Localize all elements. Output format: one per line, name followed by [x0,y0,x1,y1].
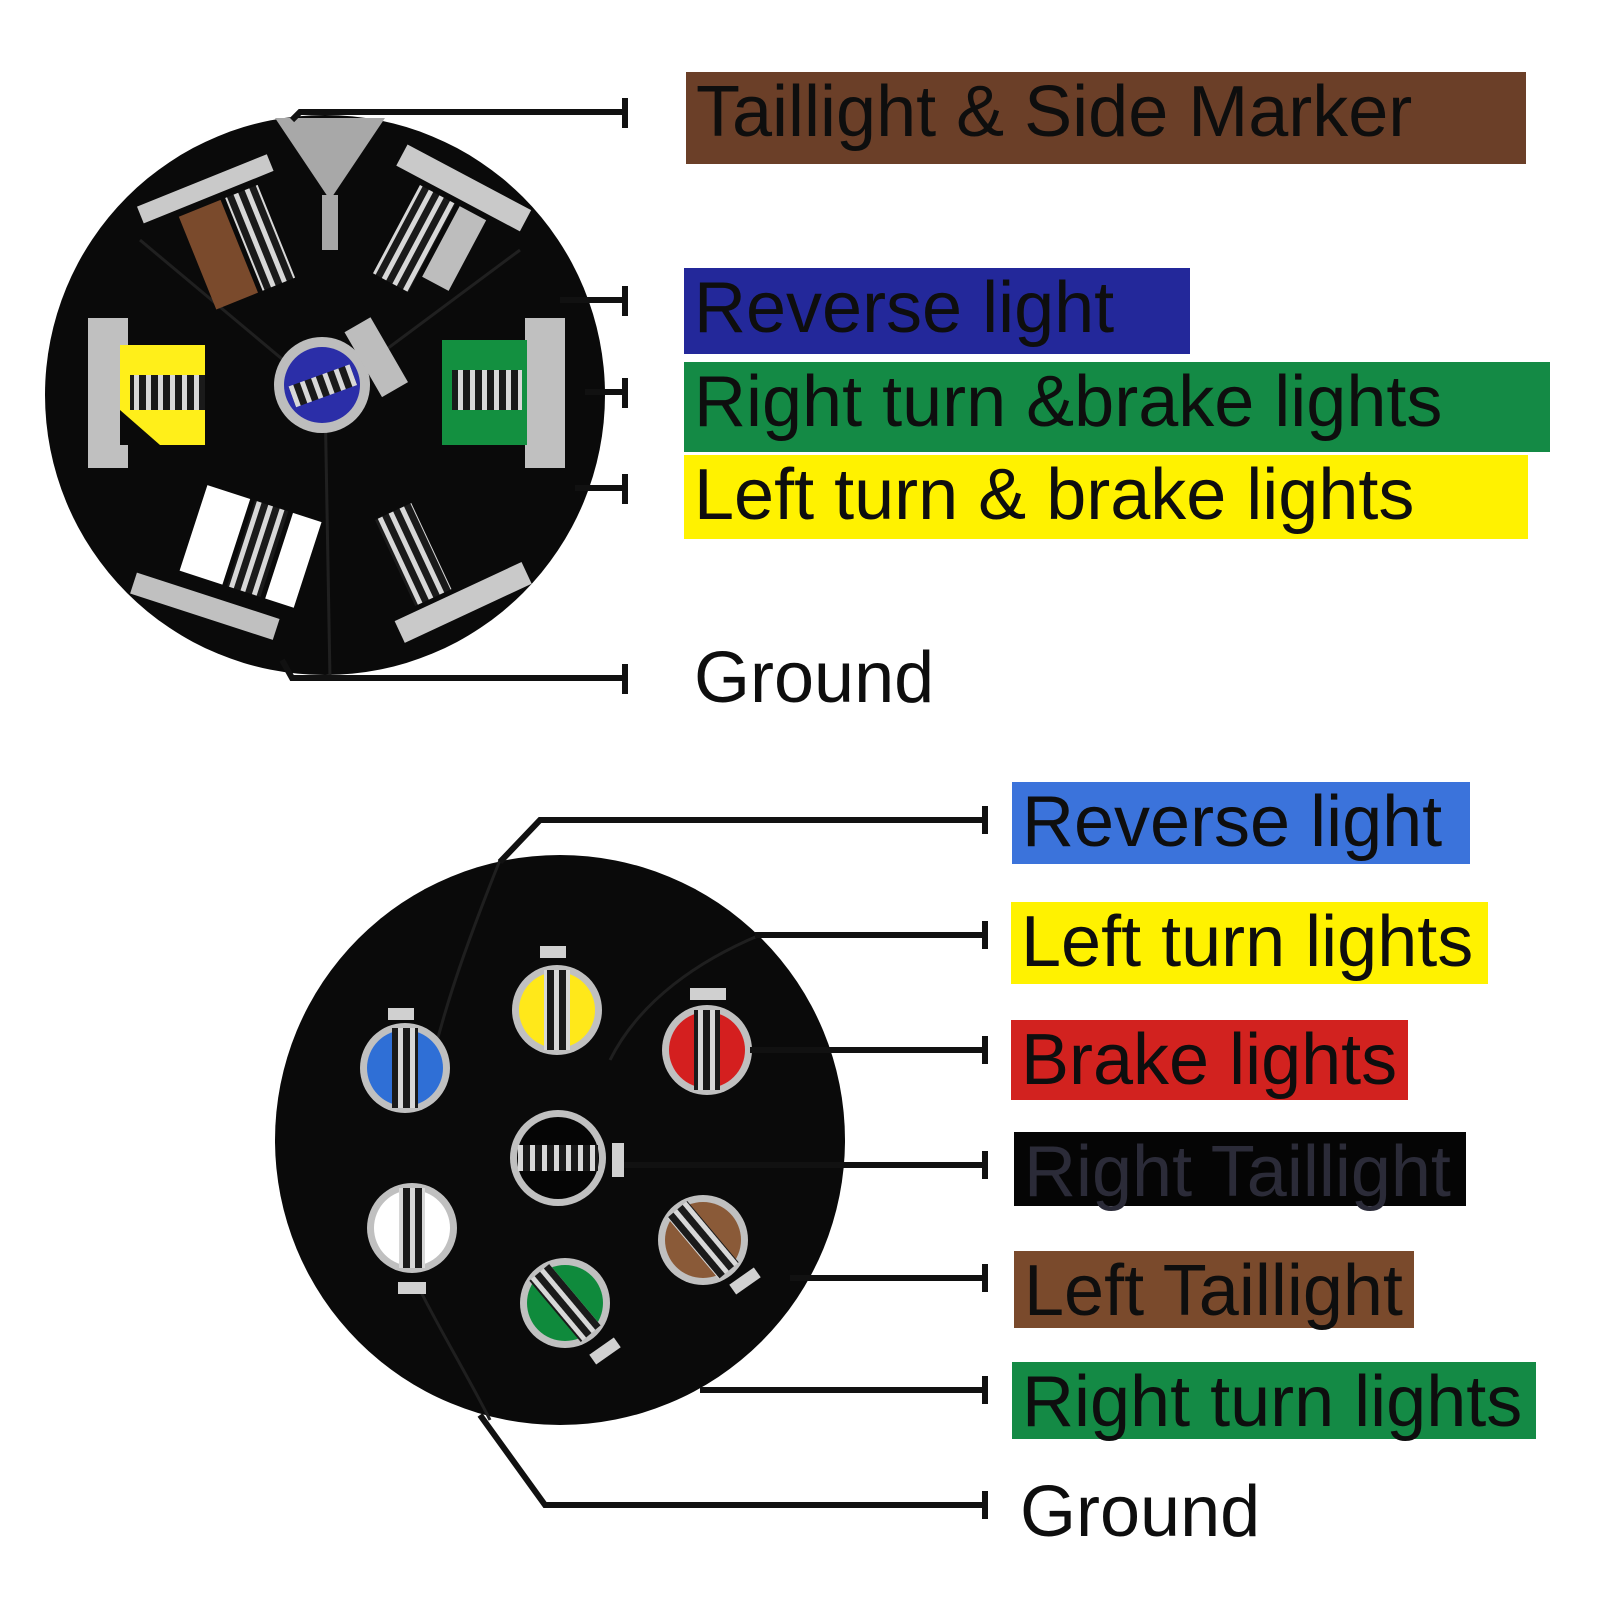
label-7pin-right-taillight: Right Taillight [1014,1132,1466,1208]
label-text: Brake lights [1021,1020,1398,1100]
pin-6-taillight [275,118,385,250]
pin-7-black [510,1110,624,1206]
pin-6-upper-right [372,144,532,293]
connector-7pin [275,855,845,1425]
leader-lines-6pin [279,98,628,694]
label-7pin-brake-lights: Brake lights [1011,1020,1408,1100]
label-text: Right Taillight [1024,1132,1451,1212]
label-text: Reverse light [694,268,1115,348]
pin-6-blue [274,317,408,433]
label-6pin-taillight-side-marker: Taillight & Side Marker [686,72,1526,164]
label-7pin-left-taillight: Left Taillight [1014,1251,1414,1328]
label-7pin-right-turn-lights: Right turn lights [1012,1362,1536,1439]
pin-6-white [130,485,322,640]
label-text: Right turn lights [1022,1362,1523,1442]
leader-lines-7pin [477,806,988,1519]
label-text: Taillight & Side Marker [696,72,1413,152]
label-6pin-ground: Ground [684,638,1004,722]
label-7pin-left-turn-lights: Left turn lights [1011,902,1488,984]
pin-7-blue [360,1008,450,1113]
label-text: Reverse light [1022,782,1443,862]
pin-7-green [520,1258,621,1365]
pin-6-brown [137,154,296,310]
label-text: Left turn & brake lights [694,455,1415,535]
label-text: Right turn &brake lights [694,362,1443,442]
pin-6-green [442,318,565,468]
label-6pin-reverse-light: Reverse light [684,268,1190,354]
label-7pin-ground: Ground [1010,1472,1310,1552]
label-text: Ground [1020,1472,1261,1552]
pin-7-brown [658,1195,761,1295]
label-6pin-left-turn-brake: Left turn & brake lights [684,455,1528,539]
pin-6-lower-right [375,503,532,643]
label-text: Left Taillight [1024,1251,1403,1331]
pin-7-yellow [512,946,602,1055]
pin-6-yellow [88,318,205,468]
label-6pin-right-turn-brake: Right turn &brake lights [684,362,1550,452]
label-text: Ground [694,638,935,718]
pin-7-white [367,1183,457,1294]
pin-7-red [662,988,752,1095]
connector-6pin [45,115,605,681]
label-7pin-reverse-light: Reverse light [1012,782,1470,864]
label-text: Left turn lights [1021,902,1474,982]
